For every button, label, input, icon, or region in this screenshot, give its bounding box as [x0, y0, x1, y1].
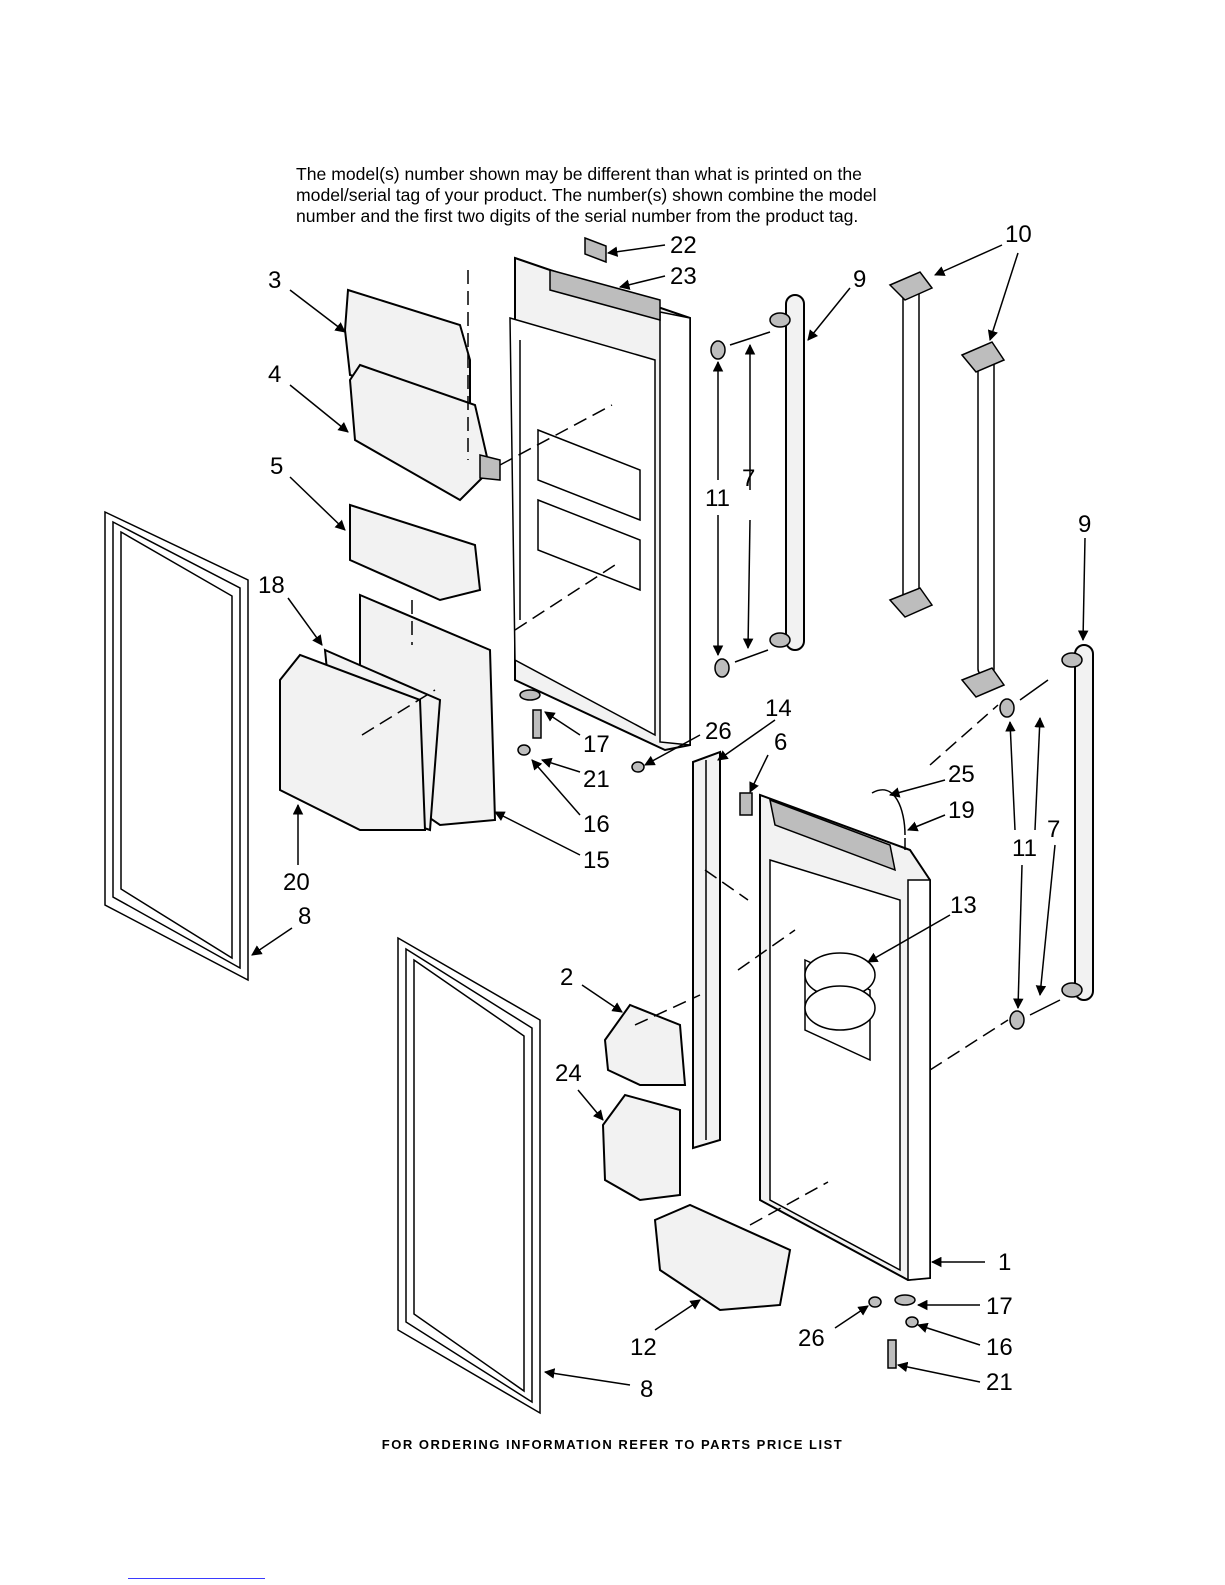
callout-20: 20: [283, 869, 310, 896]
ice-bucket-front-20: [279, 653, 427, 831]
callout-8-right: 8: [640, 1376, 653, 1403]
callout-26-lower: 26: [798, 1325, 825, 1352]
callout-19: 19: [948, 797, 975, 824]
callout-13: 13: [950, 892, 977, 919]
door-bin-5: [349, 503, 482, 602]
callout-18: 18: [258, 572, 285, 599]
door-bin-24: [601, 1093, 681, 1202]
callout-7-lower: 7: [1047, 816, 1060, 843]
callout-3: 3: [268, 267, 281, 294]
door-gasket-left: [104, 510, 249, 982]
callout-5: 5: [270, 453, 283, 480]
callout-11-lower: 11: [1012, 835, 1037, 862]
callout-17-upper: 17: [583, 731, 610, 758]
callout-6: 6: [774, 729, 787, 756]
callout-16-upper: 16: [583, 811, 610, 838]
callout-numbers: 22 23 10 3 9 4 5 11 7 9 18 14 17 26 6 21…: [258, 221, 1091, 1403]
callout-15: 15: [583, 847, 610, 874]
callout-23: 23: [670, 263, 697, 290]
door-shelf-4: [348, 363, 501, 502]
door-bin-12: [653, 1203, 792, 1312]
callout-24: 24: [555, 1060, 582, 1087]
handle-trim-1: [888, 271, 934, 618]
callout-8-left: 8: [298, 903, 311, 930]
door-handle-upper: [769, 294, 805, 651]
callout-14: 14: [765, 695, 792, 722]
callout-leaders: [251, 244, 1089, 1386]
callout-21-upper: 21: [583, 766, 610, 793]
callout-1: 1: [998, 1249, 1011, 1276]
callout-10: 10: [1005, 221, 1032, 248]
handle-trim-2: [960, 341, 1006, 698]
dispenser-door-liner: [759, 793, 931, 1282]
callout-16-lower: 16: [986, 1334, 1013, 1361]
callout-9-lower: 9: [1078, 511, 1091, 538]
hinge-bar: [692, 750, 721, 1150]
notice-line-1: The model(s) number shown may be differe…: [296, 164, 862, 184]
callout-22: 22: [670, 232, 697, 259]
callout-11-upper: 11: [705, 485, 730, 512]
ordering-info-footer: FOR ORDERING INFORMATION REFER TO PARTS …: [381, 1437, 844, 1452]
door-handle-lower: [1061, 644, 1094, 1001]
callout-2: 2: [560, 964, 573, 991]
dispenser-chute-13: [804, 952, 876, 1031]
notice-line-3: number and the first two digits of the s…: [296, 206, 859, 226]
bottom-rule: [128, 1578, 265, 1579]
handle-screws-and-spacers: [517, 236, 1061, 1369]
notice-line-2: model/serial tag of your product. The nu…: [296, 185, 877, 205]
callout-21-lower: 21: [986, 1369, 1013, 1396]
callout-25: 25: [948, 761, 975, 788]
callout-4: 4: [268, 361, 281, 388]
upper-door-liner: [509, 256, 691, 752]
callout-9-upper: 9: [853, 266, 866, 293]
callout-17-lower: 17: [986, 1293, 1013, 1320]
model-number-notice: The model(s) number shown may be differe…: [296, 164, 936, 227]
callout-12: 12: [630, 1334, 657, 1361]
door-gasket-right: [397, 936, 541, 1415]
door-bin-2: [603, 1003, 687, 1086]
alignment-lines: [361, 270, 1009, 1226]
callout-7-upper: 7: [742, 465, 755, 492]
callout-26-upper: 26: [705, 718, 732, 745]
